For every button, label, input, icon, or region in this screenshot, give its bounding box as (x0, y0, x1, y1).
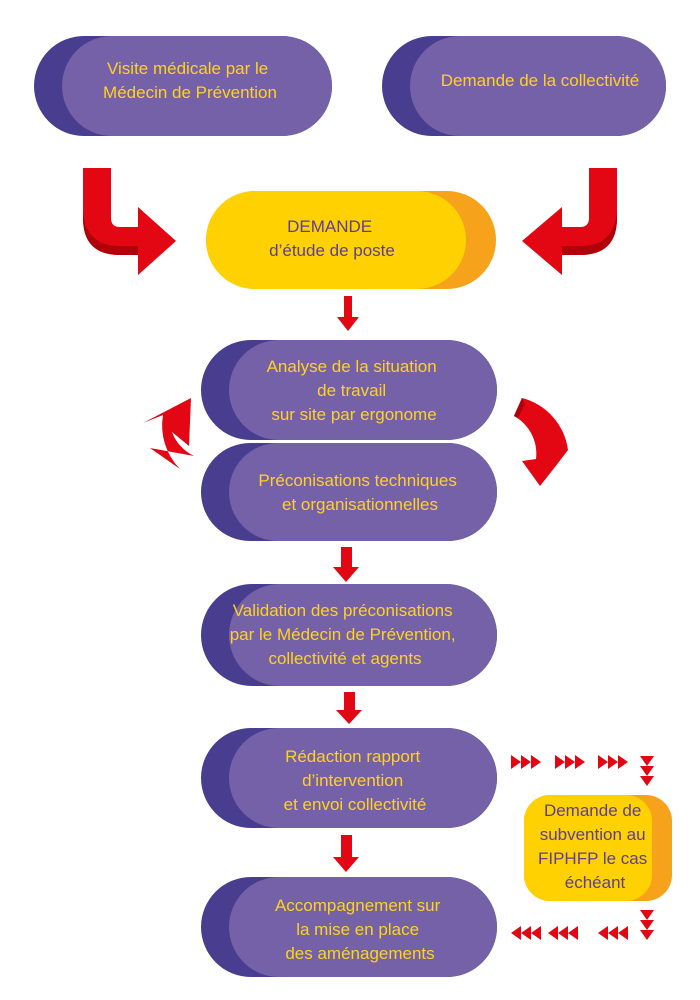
down-arrow-icon (333, 547, 359, 582)
svg-text:Visite médicale par le M: Visite médicale par le Médecin de Préven… (103, 59, 277, 102)
svg-text:Accompagnement sur la mi: Accompagnement sur la mise en place des … (275, 896, 445, 963)
node-accompagnement: Accompagnement sur la mise en place des … (201, 877, 497, 977)
node-accompagnement-line-3: des aménagements (285, 944, 434, 963)
svg-text:Rédaction rapport d’inte: Rédaction rapport d’intervention et envo… (284, 747, 427, 814)
svg-text:Validation des préconisations: Validation des préconisations par le Méd… (230, 601, 461, 668)
node-validation-line-1: Validation des préconisations (233, 601, 453, 620)
node-demande-line-1: DEMANDE (287, 217, 372, 236)
triple-chevron-arrow-icon (511, 755, 654, 786)
node-redaction-line-2: d’intervention (302, 771, 403, 790)
node-subvention-line-2: subvention au (540, 825, 646, 844)
node-demande-etude: DEMANDE d’étude de poste (206, 191, 496, 289)
node-redaction: Rédaction rapport d’intervention et envo… (201, 728, 497, 828)
node-analyse-line-3: sur site par ergonome (271, 405, 436, 424)
down-arrow-icon (336, 692, 362, 724)
circular-cycle-arrow-icon-left (143, 398, 194, 469)
node-subvention: Demande de subvention au FIPHFP le cas é… (524, 795, 672, 901)
node-demande-collectivite: Demande de la collectivité (382, 36, 666, 136)
node-redaction-line-1: Rédaction rapport (285, 747, 420, 766)
node-subvention-line-3: FIPHFP le cas (538, 849, 647, 868)
node-visite-line-1: Visite médicale par le (107, 59, 268, 78)
node-preconisations-line-1: Préconisations techniques (258, 471, 456, 490)
down-arrow-icon (333, 835, 359, 872)
down-arrow-icon (337, 296, 359, 331)
svg-text:Demande de la collectivité: Demande de la collectivité (441, 71, 639, 90)
node-demande-line-2: d’étude de poste (269, 241, 395, 260)
svg-text:DEMANDE d’étude de poste: DEMANDE d’étude de poste (269, 217, 395, 260)
node-accompagnement-line-2: la mise en place (296, 920, 419, 939)
svg-text:Demande de subvention au: Demande de subvention au FIPHFP le cas é… (538, 801, 652, 892)
node-validation: Validation des préconisations par le Méd… (201, 584, 497, 686)
node-collectivite-line-1: Demande de la collectivité (441, 71, 639, 90)
node-subvention-line-1: Demande de (544, 801, 641, 820)
node-analyse-line-1: Analyse de la situation (267, 357, 437, 376)
circular-cycle-arrow-icon-right (514, 398, 568, 486)
node-visite-line-2: Médecin de Prévention (103, 83, 277, 102)
node-visite-medicale: Visite médicale par le Médecin de Préven… (34, 36, 332, 136)
node-preconisations-line-2: et organisationnelles (282, 495, 438, 514)
node-preconisations: Préconisations techniques et organisatio… (201, 443, 497, 541)
svg-text:Analyse de la situation: Analyse de la situation de travail sur s… (267, 357, 442, 424)
node-redaction-line-3: et envoi collectivité (284, 795, 427, 814)
node-accompagnement-line-1: Accompagnement sur (275, 896, 441, 915)
node-validation-line-2: par le Médecin de Prévention, (230, 625, 456, 644)
node-analyse: Analyse de la situation de travail sur s… (201, 340, 497, 440)
curved-down-then-left-arrow-icon (522, 168, 617, 275)
node-subvention-line-4: échéant (565, 873, 626, 892)
node-analyse-line-2: de travail (317, 381, 386, 400)
curved-down-then-right-arrow-icon (83, 168, 176, 275)
svg-text:Préconisations techniques: Préconisations techniques et organisatio… (258, 471, 461, 514)
triple-chevron-arrow-icon (511, 910, 654, 940)
node-validation-line-3: collectivité et agents (268, 649, 421, 668)
